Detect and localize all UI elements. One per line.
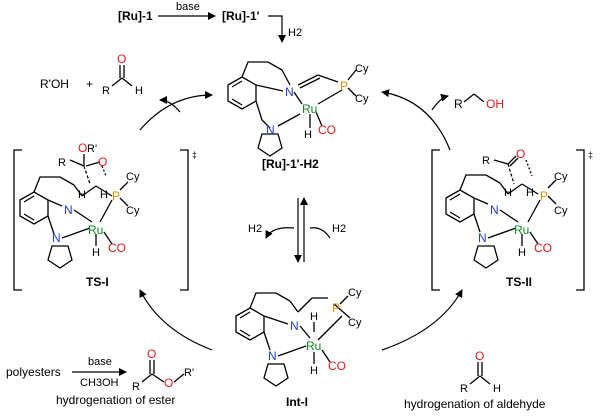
svg-text:R: R xyxy=(58,157,66,169)
svg-text:CO: CO xyxy=(318,123,336,137)
svg-text:R: R xyxy=(460,383,468,395)
svg-text:H: H xyxy=(92,247,100,259)
svg-text:Ru: Ru xyxy=(514,223,529,237)
svg-text:P: P xyxy=(112,189,120,203)
cycle-arrow-top-right xyxy=(381,89,451,151)
svg-text:H2: H2 xyxy=(248,223,262,235)
svg-text:H: H xyxy=(493,383,501,395)
ester-structure: O O R R' xyxy=(132,347,194,393)
ru1prime-label: [Ru]-1' xyxy=(222,9,260,23)
svg-text:R': R' xyxy=(87,143,97,155)
svg-text:‡: ‡ xyxy=(192,150,197,160)
svg-text:H: H xyxy=(100,189,108,201)
svg-text:H: H xyxy=(310,365,318,377)
top-complex: N N Ru P Cy Cy H CO [Ru]-1'-H2 xyxy=(227,61,369,171)
svg-text:Cy: Cy xyxy=(355,93,369,105)
int-i-complex: N N Ru P Cy Cy H H CO Int-I xyxy=(235,287,362,409)
ts-ii-complex: ‡ R O H H N N Ru P Cy Cy H CO TS- xyxy=(431,147,593,291)
svg-text:P: P xyxy=(332,301,340,315)
aldehyde-structure-bottom-right: O R H xyxy=(460,349,501,395)
svg-text:N: N xyxy=(268,349,277,363)
top-complex-label: [Ru]-1'-H2 xyxy=(262,157,319,171)
cycle-arrow-top-left xyxy=(139,91,213,131)
ester-caption: hydrogenation of ester xyxy=(56,393,175,407)
svg-text:OH: OH xyxy=(486,97,504,111)
svg-text:R: R xyxy=(454,97,463,111)
svg-text:O: O xyxy=(117,52,126,66)
svg-text:Cy: Cy xyxy=(348,317,362,329)
h2-top-label: H2 xyxy=(288,27,302,39)
svg-text:H2: H2 xyxy=(332,223,346,235)
svg-text:H: H xyxy=(310,311,318,323)
svg-text:base: base xyxy=(88,356,112,368)
svg-text:H: H xyxy=(78,189,86,201)
ts-i-complex: ‡ O R' R O H H N N Ru P Cy Cy H xyxy=(13,141,197,291)
svg-text:N: N xyxy=(290,319,299,333)
ru1-label: [Ru]-1 xyxy=(118,9,153,23)
svg-text:Ru: Ru xyxy=(88,223,103,237)
svg-text:‡: ‡ xyxy=(588,150,593,160)
svg-text:Cy: Cy xyxy=(126,171,140,183)
svg-text:Cy: Cy xyxy=(126,205,140,217)
alcohol-product: R'OH xyxy=(40,77,69,91)
svg-text:P: P xyxy=(540,189,548,203)
svg-text:O: O xyxy=(475,349,484,363)
int-i-label: Int-I xyxy=(286,395,308,409)
svg-text:Cy: Cy xyxy=(554,171,568,183)
aldehyde-caption: hydrogenation of aldehyde xyxy=(404,397,546,411)
svg-text:Cy: Cy xyxy=(348,287,362,299)
polyesters-label: polyesters xyxy=(6,365,61,379)
svg-text:O: O xyxy=(516,147,525,161)
svg-text:O: O xyxy=(78,141,87,155)
cycle-arrow-bottom-right xyxy=(381,289,463,351)
svg-text:R: R xyxy=(102,85,110,97)
svg-text:H: H xyxy=(504,187,512,199)
svg-text:N: N xyxy=(52,231,61,245)
svg-text:R: R xyxy=(482,155,490,167)
h2-addition-arrow xyxy=(268,15,286,43)
ts-i-label: TS-I xyxy=(86,275,109,289)
svg-text:R': R' xyxy=(184,367,194,379)
svg-text:Ru: Ru xyxy=(302,102,317,116)
alcohol-product-top-right: R OH xyxy=(454,93,504,111)
svg-text:H: H xyxy=(518,247,526,259)
aldehyde-product-top-left: O R H xyxy=(102,52,143,97)
svg-text:H: H xyxy=(304,129,312,141)
svg-text:Cy: Cy xyxy=(355,63,369,75)
svg-text:N: N xyxy=(478,231,487,245)
svg-text:N: N xyxy=(490,203,499,217)
svg-text:O: O xyxy=(147,347,156,361)
svg-text:Ru: Ru xyxy=(306,339,321,353)
svg-text:H: H xyxy=(135,85,143,97)
svg-text:CH3OH: CH3OH xyxy=(80,377,119,389)
svg-text:R: R xyxy=(132,381,140,393)
svg-text:H: H xyxy=(526,187,534,199)
svg-text:O: O xyxy=(98,155,107,169)
cycle-arrow-bottom-left xyxy=(139,289,213,351)
svg-text:CO: CO xyxy=(108,241,126,255)
svg-text:Cy: Cy xyxy=(554,205,568,217)
svg-text:O: O xyxy=(164,376,173,390)
svg-text:N: N xyxy=(266,123,275,137)
svg-text:N: N xyxy=(64,203,73,217)
svg-text:CO: CO xyxy=(534,241,552,255)
svg-text:+: + xyxy=(86,77,93,91)
svg-text:N: N xyxy=(285,85,294,99)
h2-equilibrium: H2 H2 xyxy=(248,197,346,263)
svg-text:P: P xyxy=(340,79,348,93)
svg-text:CO: CO xyxy=(328,359,346,373)
ts-ii-label: TS-II xyxy=(506,275,532,289)
base-label: base xyxy=(176,1,200,13)
